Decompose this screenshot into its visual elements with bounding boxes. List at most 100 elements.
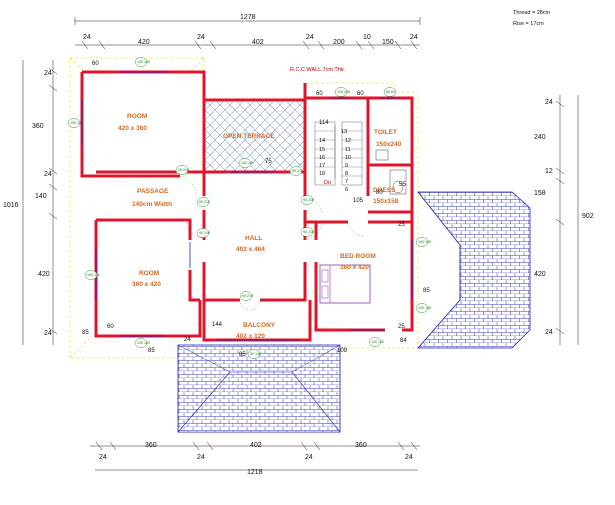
dim-80: 80 [376,190,383,196]
stair-right-6: 7 [345,179,348,185]
top-seg-8: 150 [382,39,394,46]
dim-60b: 60 [316,91,323,97]
top-seg-5: 24 [306,34,314,41]
stair-left-1: 14 [319,138,325,144]
top-seg-3: 24 [197,34,205,41]
tag-door-terrace: 90 210 [292,169,303,173]
bottom-seg-7: 24 [405,454,413,461]
right-seg-4: 158 [534,190,546,197]
stair-13: 13 [341,129,347,135]
dim-60c: 60 [357,91,364,97]
bedroom-name: BED ROOM [340,253,376,260]
tag-terrace: 150 140 [241,161,254,165]
room2-name: ROOM [139,270,159,277]
left-seg-6: 24 [44,330,52,337]
bed [319,264,371,304]
dim-114: 114 [319,120,329,126]
tag-left-room: 100 140 [70,121,83,125]
terrace-hatch [205,102,305,172]
hall-name: HALL [245,235,262,242]
dim-109: 109 [337,348,348,354]
room1-size: 420 x 360 [118,125,147,132]
bottom-total-dim: 1218 [247,469,263,476]
bottom-seg-3: 24 [197,454,205,461]
tag-bed-window3: 100 140 [371,340,384,344]
bedroom-size: 360 x 420 [340,264,369,271]
left-seg-4: 140 [35,193,47,200]
top-seg-7: 10 [363,34,371,41]
tag-door-hall: 90 210 [199,231,210,235]
stair-right-3: 10 [345,155,351,161]
tag-top-room: 100 140 [137,60,150,64]
right-seg-5: 420 [534,271,546,278]
dim-144: 144 [212,322,223,328]
stair-right-2: 11 [345,147,351,153]
right-seg-6: 24 [545,329,553,336]
tag-toilet-window: 60 60 [386,90,395,94]
stair-right-4: 9 [345,163,348,169]
right-seg-3: 12 [545,168,553,175]
stair-right-7: 6 [345,187,348,193]
tag-bed-window2: 100 140 [418,306,431,310]
balcony-name: BALCONY [243,322,276,329]
tag-left-room2: 100 140 [87,273,100,277]
tag-bottom-room: 100 140 [137,341,150,345]
balcony-size: 402 x 120 [236,333,265,340]
right-seg-2: 240 [534,134,546,141]
passage-name: PASSAGE [137,188,169,195]
dim-60d: 60 [107,324,114,330]
rcc-wall-note: R.C.C WALL 7cm Thk. [290,67,346,73]
tag-door-passage: 90 210 [199,200,210,204]
dim-25a: 25 [398,222,405,228]
left-seg-2: 360 [32,123,44,130]
dim-75: 75 [265,159,272,165]
bottom-seg-4: 402 [250,442,262,449]
dim-24a: 24 [184,337,191,343]
rise-note: Rise = 17cm [513,21,544,27]
top-total-dim: 1278 [240,14,256,21]
bottom-dimensions: 24 360 24 402 24 360 24 1218 [90,441,420,476]
right-seg-1: 24 [545,99,553,106]
room-labels: ROOM 420 x 360 OPEN TERRACE TOILET 150x2… [118,113,402,340]
dim-85b: 85 [82,330,89,336]
right-total-dim: 902 [582,213,594,220]
terrace-name: OPEN TERRACE [223,133,275,140]
dim-60a: 60 [92,61,99,67]
dress-name: DRESS [373,187,396,194]
bottom-seg-1: 24 [99,454,107,461]
stair-right-5: 8 [345,171,348,177]
room2-size: 360 x 420 [132,281,161,288]
dim-55: 55 [399,182,406,188]
tag-bed-door: 90 210 [303,230,314,234]
inner-dimensions: 60 60 60 75 114 105 80 55 25 25 85 85 85… [82,61,430,358]
left-seg-1: 24 [44,70,52,77]
stair-right-1: 12 [345,138,351,144]
door-swings [179,175,365,311]
dim-25b: 25 [398,324,405,330]
tag-balcony-window: 90 140 [250,352,261,356]
left-seg-3: 24 [44,171,52,178]
tag-stair-window: 100 140 [337,90,350,94]
top-seg-1: 24 [83,34,91,41]
left-total-dim: 1016 [3,202,19,209]
left-dimensions: 1016 24 360 24 140 420 24 [3,60,58,345]
passage-size: 140cm Width [132,201,172,208]
toilet-size: 150x240 [376,141,402,148]
tag-balcony-door: 90 210 [242,294,253,298]
toilet-fixtures [375,149,407,195]
stair-left-5: 18 [319,171,325,177]
tag-stair-door: 90 210 [303,198,314,202]
tag-door-room: 90 210 [178,168,189,172]
bottom-seg-6: 360 [355,442,367,449]
bottom-seg-2: 360 [145,442,157,449]
opening-tags: 100 140 100 140 90 210 150 140 90 210 90… [67,57,431,359]
top-seg-2: 420 [138,39,150,46]
bottom-seg-5: 24 [305,454,313,461]
right-roof [417,191,531,349]
thread-note: Thread = 28cm [513,10,551,16]
room1-name: ROOM [127,113,147,120]
top-seg-4: 402 [252,39,264,46]
dim-84: 84 [400,338,407,344]
dim-85a: 85 [423,288,430,294]
